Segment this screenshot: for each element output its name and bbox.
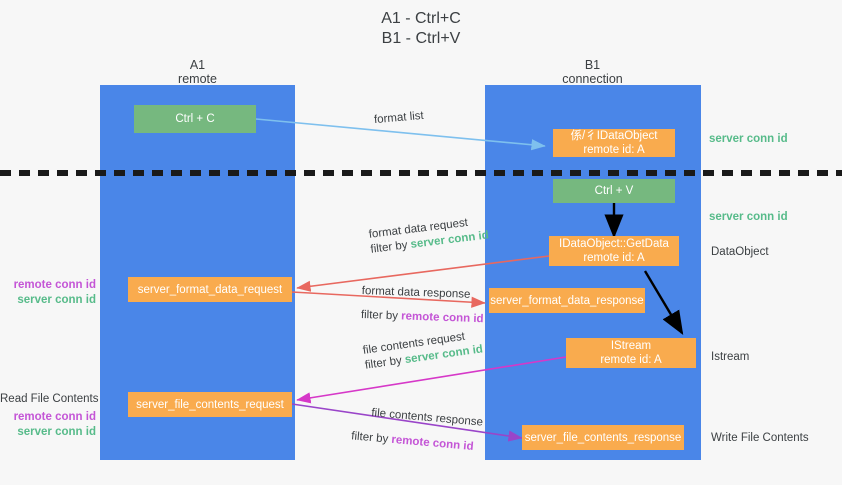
left-label-remote-conn-id-1: remote conn id xyxy=(13,279,96,291)
edge-label-file-contents-request-group: file contents request filter by server c… xyxy=(362,327,484,373)
page-title: A1 - Ctrl+C B1 - Ctrl+V xyxy=(0,9,842,49)
column-b1-sub: connection xyxy=(562,72,623,86)
box-idataobject[interactable]: 係/彳IDataObject remote id: A xyxy=(553,129,675,157)
box-server-file-contents-response-label: server_file_contents_response xyxy=(524,431,682,444)
column-caption-a1: A1 remote xyxy=(120,58,275,86)
right-label-server-conn-id-mid: server conn id xyxy=(709,211,788,223)
column-a1-sub: remote xyxy=(178,72,217,86)
box-ctrl-c[interactable]: Ctrl + C xyxy=(134,105,256,133)
filter-prefix-2: filter by xyxy=(360,308,402,323)
box-istream[interactable]: IStream remote id: A xyxy=(566,338,696,368)
right-label-server-conn-id-top: server conn id xyxy=(709,133,788,145)
box-server-file-contents-response[interactable]: server_file_contents_response xyxy=(522,425,684,450)
box-server-format-data-request[interactable]: server_format_data_request xyxy=(128,277,292,302)
box-ctrl-c-line1: Ctrl + C xyxy=(175,113,215,125)
filter-key-remote-conn-id-1: remote conn id xyxy=(400,310,484,326)
filter-key-remote-conn-id-2: remote conn id xyxy=(390,433,475,453)
title-line-1: A1 - Ctrl+C xyxy=(381,10,461,27)
edge-label-file-contents-response-group: file contents response filter by remote … xyxy=(351,406,484,456)
edge-label-format-list: format list xyxy=(373,109,425,127)
column-b1-name: B1 xyxy=(584,58,601,72)
edge-label-format-data-response-filter: filter by remote conn id xyxy=(361,308,484,327)
column-caption-b1: B1 connection xyxy=(515,58,670,86)
filter-prefix-3: filter by xyxy=(364,354,406,372)
filter-prefix-1: filter by xyxy=(369,238,412,256)
title-line-2: B1 - Ctrl+V xyxy=(381,30,461,47)
box-server-file-contents-request-label: server_file_contents_request xyxy=(136,398,284,411)
box-server-file-contents-request[interactable]: server_file_contents_request xyxy=(128,392,292,417)
right-label-write-file-contents: Write File Contents xyxy=(711,432,809,444)
box-idataobject-getdata[interactable]: IDataObject::GetData remote id: A xyxy=(549,236,679,266)
left-label-server-conn-id-2: server conn id xyxy=(17,426,96,438)
box-getdata-line2: remote id: A xyxy=(583,252,645,264)
left-label-group-2: Read File Contents remote conn id server… xyxy=(0,392,99,440)
box-idataobject-line1: 係/彳IDataObject xyxy=(570,130,658,142)
edge-label-file-contents-response: file contents response xyxy=(370,406,484,429)
box-server-format-data-response-label: server_format_data_response xyxy=(490,294,644,307)
box-ctrl-v[interactable]: Ctrl + V xyxy=(553,179,675,203)
box-istream-line1: IStream xyxy=(610,340,652,352)
box-getdata-line1: IDataObject::GetData xyxy=(559,238,669,250)
phase-divider xyxy=(0,170,842,176)
left-label-server-conn-id-1: server conn id xyxy=(17,294,96,306)
box-ctrl-v-line1: Ctrl + V xyxy=(594,185,634,197)
box-idataobject-line2: remote id: A xyxy=(583,144,645,156)
edge-label-format-data-response: format data response xyxy=(361,284,471,301)
box-istream-line2: remote id: A xyxy=(600,354,662,366)
box-server-format-data-response[interactable]: server_format_data_response xyxy=(489,288,645,313)
right-label-dataobject: DataObject xyxy=(711,246,769,258)
edge-label-file-contents-response-filter: filter by remote conn id xyxy=(351,429,482,455)
edge-label-format-data-response-group: format data response filter by remote co… xyxy=(361,284,485,327)
box-server-format-data-request-label: server_format_data_request xyxy=(137,283,283,296)
edge-label-format-data-request-group: format data request filter by server con… xyxy=(368,214,490,258)
column-a1-name: A1 xyxy=(189,58,206,72)
left-label-read-file-contents: Read File Contents xyxy=(0,393,99,405)
right-label-istream: Istream xyxy=(711,351,750,363)
filter-prefix-4: filter by xyxy=(350,430,392,446)
left-label-remote-conn-id-2: remote conn id xyxy=(13,411,96,423)
left-label-group-1: remote conn id server conn id xyxy=(0,278,96,308)
